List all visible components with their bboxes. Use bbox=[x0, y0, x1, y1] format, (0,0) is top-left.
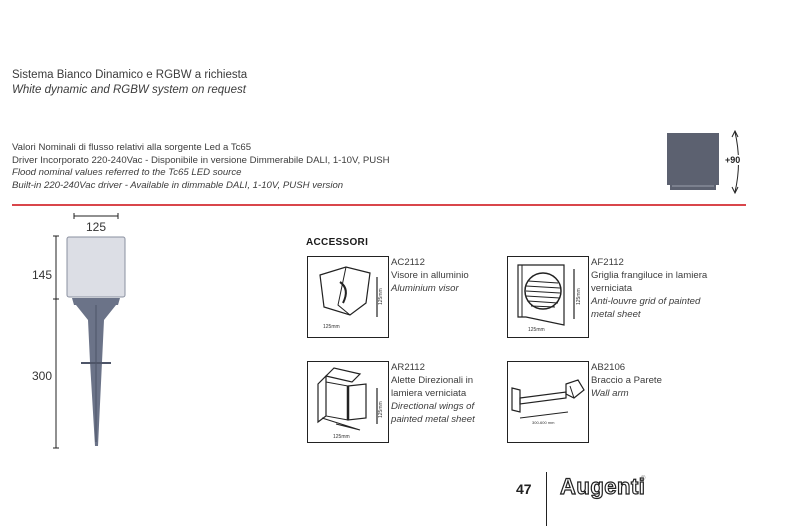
accessory-wings: AR2112 Alette Direzionali in lamiera ver… bbox=[391, 361, 491, 426]
accessory-name-en: Anti-louvre grid of painted metal sheet bbox=[591, 296, 701, 320]
spec-line-1: Valori Nominali di flusso relativi alla … bbox=[12, 142, 252, 153]
spec-line-4: Built-in 220-240Vac driver - Available i… bbox=[12, 179, 344, 191]
brand-logo: Augenti bbox=[559, 473, 646, 499]
accessory-name-it: Braccio a Parete bbox=[591, 375, 662, 386]
accent-divider bbox=[12, 204, 746, 206]
page-number: 47 bbox=[516, 481, 532, 497]
spec-line-3: Flood nominal values referred to the Tc6… bbox=[12, 167, 242, 179]
accessory-name-en: Aluminium visor bbox=[391, 283, 459, 294]
svg-text:125mm: 125mm bbox=[378, 288, 384, 305]
accessory-louvre: AF2112 Griglia frangiluce in lamiera ver… bbox=[591, 256, 709, 321]
accessory-visor: AC2112 Visore in alluminio Aluminium vis… bbox=[391, 256, 481, 295]
spec-line-2: Driver Incorporato 220-240Vac - Disponib… bbox=[12, 154, 390, 166]
svg-text:125mm: 125mm bbox=[333, 434, 350, 440]
tilt-label: +90 bbox=[725, 155, 741, 165]
product-drawing bbox=[40, 212, 180, 457]
system-title: Sistema Bianco Dinamico e RGBW a richies… bbox=[12, 68, 247, 98]
svg-text:125mm: 125mm bbox=[576, 288, 582, 305]
accessory-image-wings: 125mm 125mm bbox=[307, 361, 389, 443]
accessory-code: AC2112 bbox=[391, 257, 425, 268]
svg-text:125mm: 125mm bbox=[323, 324, 340, 330]
accessory-image-visor: 125mm 125mm bbox=[307, 256, 389, 338]
accessory-image-wall-arm: 300-600 mm bbox=[507, 361, 589, 443]
svg-text:125mm: 125mm bbox=[378, 401, 384, 418]
dim-width: 125 bbox=[86, 220, 107, 234]
dim-spike-height: 300 bbox=[32, 369, 53, 383]
accessory-code: AR2112 bbox=[391, 362, 425, 373]
accessories-title: ACCESSORI bbox=[306, 237, 369, 248]
system-title-en: White dynamic and RGBW system on request bbox=[12, 84, 246, 96]
spec-block: Valori Nominali di flusso relativi alla … bbox=[12, 142, 390, 192]
accessory-name-it: Alette Direzionali in lamiera verniciata bbox=[391, 375, 474, 399]
footer-divider bbox=[546, 472, 547, 526]
accessory-name-en: Directional wings of painted metal sheet bbox=[391, 401, 475, 425]
tilt-product-icon bbox=[664, 129, 744, 196]
accessory-image-louvre: 125mm 125mm bbox=[507, 256, 589, 338]
accessory-code: AB2106 bbox=[591, 362, 626, 373]
accessory-name-it: Visore in alluminio bbox=[391, 270, 469, 281]
accessory-name-it: Griglia frangiluce in lamiera verniciata bbox=[591, 270, 708, 294]
accessory-name-en: Wall arm bbox=[591, 388, 629, 399]
registered-mark: ® bbox=[641, 476, 646, 482]
dim-head-height: 145 bbox=[32, 268, 53, 282]
accessory-wall-arm: AB2106 Braccio a Parete Wall arm bbox=[591, 361, 701, 400]
accessory-code: AF2112 bbox=[591, 257, 624, 268]
system-title-it: Sistema Bianco Dinamico e RGBW a richies… bbox=[12, 69, 248, 81]
svg-text:300-600 mm: 300-600 mm bbox=[532, 420, 555, 425]
svg-text:125mm: 125mm bbox=[528, 327, 545, 333]
